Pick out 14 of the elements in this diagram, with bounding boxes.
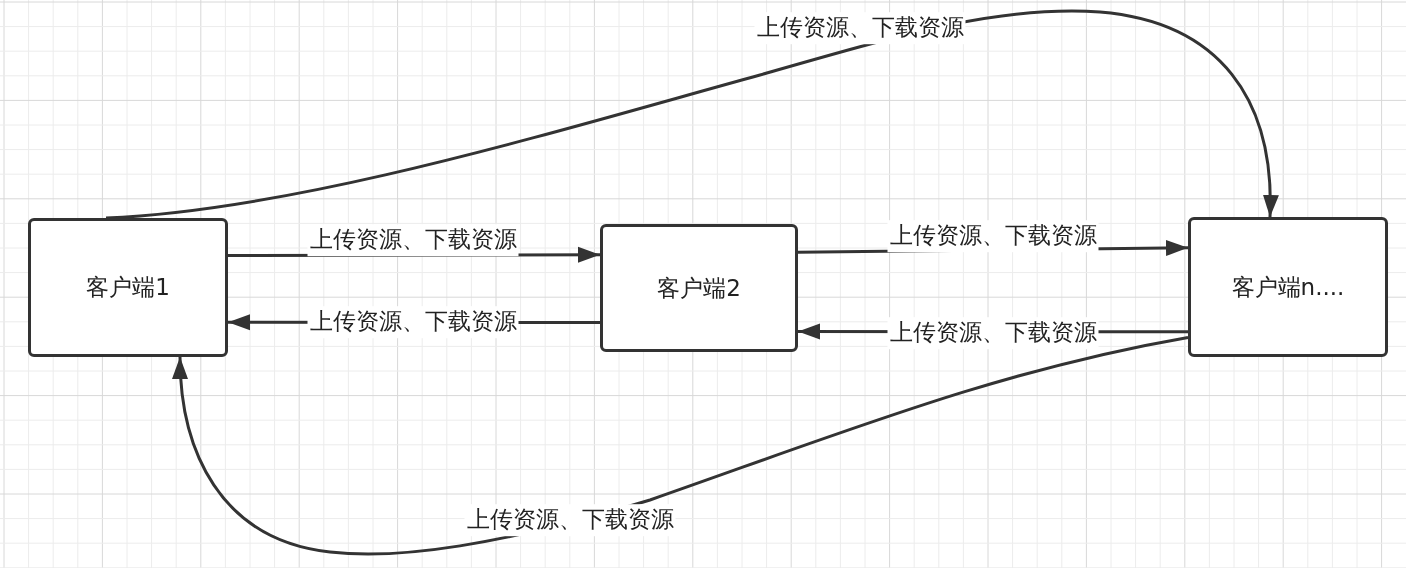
client-box [600,224,798,352]
edge-label: 上传资源、下载资源 [307,306,519,338]
edge-label: 上传资源、下载资源 [464,504,676,536]
client-label: 客户端1 [86,273,170,302]
edge-label: 上传资源、下载资源 [754,12,966,44]
edge-label: 上传资源、下载资源 [307,224,519,256]
edge-label: 上传资源、下载资源 [887,220,1099,252]
arrow [105,9,1278,220]
arrow [172,335,1189,556]
client-box [1188,217,1388,357]
client-label: 客户端2 [657,273,741,303]
edge-label: 上传资源、下载资源 [887,317,1099,349]
client-box [28,218,228,357]
client-label: 客户端n.... [1231,272,1345,302]
